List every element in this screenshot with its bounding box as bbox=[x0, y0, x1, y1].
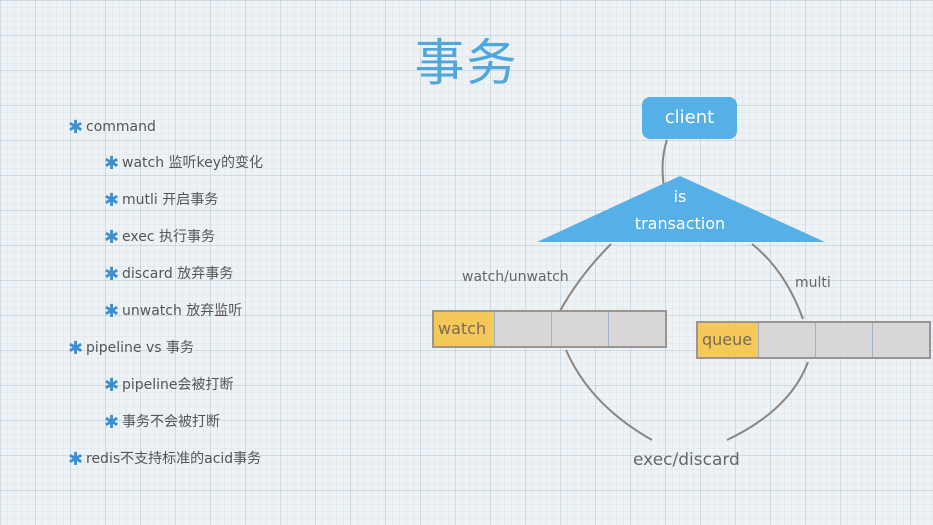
bullet-text: discard 放弃事务 bbox=[122, 266, 234, 282]
asterisk-icon: ✱ bbox=[104, 227, 120, 248]
asterisk-icon: ✱ bbox=[104, 153, 120, 174]
asterisk-icon: ✱ bbox=[68, 117, 84, 138]
bullet-text: redis不支持标准的acid事务 bbox=[86, 451, 262, 467]
queue-cell bbox=[608, 312, 665, 346]
bullet-item: ✱pipeline会被打断 bbox=[104, 376, 234, 395]
client-node: client bbox=[642, 97, 737, 139]
slide-title: 事务 bbox=[414, 34, 519, 92]
bullet-text: command bbox=[86, 119, 156, 135]
queue-cell bbox=[551, 312, 608, 346]
multi-arc bbox=[751, 243, 804, 320]
bullet-text: mutli 开启事务 bbox=[122, 192, 219, 208]
bullet-text: unwatch 放弃监听 bbox=[122, 303, 243, 319]
bullet-text: pipeline vs 事务 bbox=[86, 340, 195, 356]
asterisk-icon: ✱ bbox=[104, 412, 120, 433]
asterisk-icon: ✱ bbox=[68, 449, 84, 470]
bullet-item: ✱command bbox=[68, 118, 156, 137]
bullet-text: exec 执行事务 bbox=[122, 229, 215, 245]
watch-edge-label: watch/unwatch bbox=[462, 269, 569, 285]
bullet-text: 事务不会被打断 bbox=[122, 414, 220, 430]
bullet-item: ✱unwatch 放弃监听 bbox=[104, 302, 242, 321]
bullet-text: pipeline会被打断 bbox=[122, 377, 234, 393]
asterisk-icon: ✱ bbox=[104, 375, 120, 396]
bullet-item: ✱redis不支持标准的acid事务 bbox=[68, 450, 261, 469]
exec-arc-right bbox=[726, 361, 809, 441]
command-queue: queue bbox=[696, 321, 931, 359]
queue-cell bbox=[872, 323, 929, 357]
asterisk-icon: ✱ bbox=[104, 264, 120, 285]
bullet-item: ✱mutli 开启事务 bbox=[104, 191, 218, 210]
decision-label-line1: is bbox=[673, 187, 687, 206]
client-connector bbox=[661, 139, 668, 189]
watch-queue-head: watch bbox=[434, 312, 494, 346]
queue-cell bbox=[815, 323, 872, 357]
asterisk-icon: ✱ bbox=[104, 190, 120, 211]
watch-queue: watch bbox=[432, 310, 667, 348]
bullet-item: ✱discard 放弃事务 bbox=[104, 265, 233, 284]
queue-cell bbox=[758, 323, 815, 357]
multi-edge-label: multi bbox=[795, 275, 831, 291]
watch-arc bbox=[559, 243, 612, 312]
bullet-item: ✱pipeline vs 事务 bbox=[68, 339, 194, 358]
queue-cell bbox=[494, 312, 551, 346]
decision-triangle bbox=[537, 176, 825, 242]
decision-label-line2: transaction bbox=[634, 214, 726, 233]
command-queue-head: queue bbox=[698, 323, 758, 357]
exec-arc-left bbox=[565, 349, 653, 441]
exec-discard-label: exec/discard bbox=[633, 450, 740, 470]
bullet-item: ✱事务不会被打断 bbox=[104, 413, 220, 432]
asterisk-icon: ✱ bbox=[104, 301, 120, 322]
bullet-item: ✱exec 执行事务 bbox=[104, 228, 215, 247]
bullet-item: ✱watch 监听key的变化 bbox=[104, 154, 263, 173]
bullet-text: watch 监听key的变化 bbox=[122, 155, 264, 171]
asterisk-icon: ✱ bbox=[68, 338, 84, 359]
